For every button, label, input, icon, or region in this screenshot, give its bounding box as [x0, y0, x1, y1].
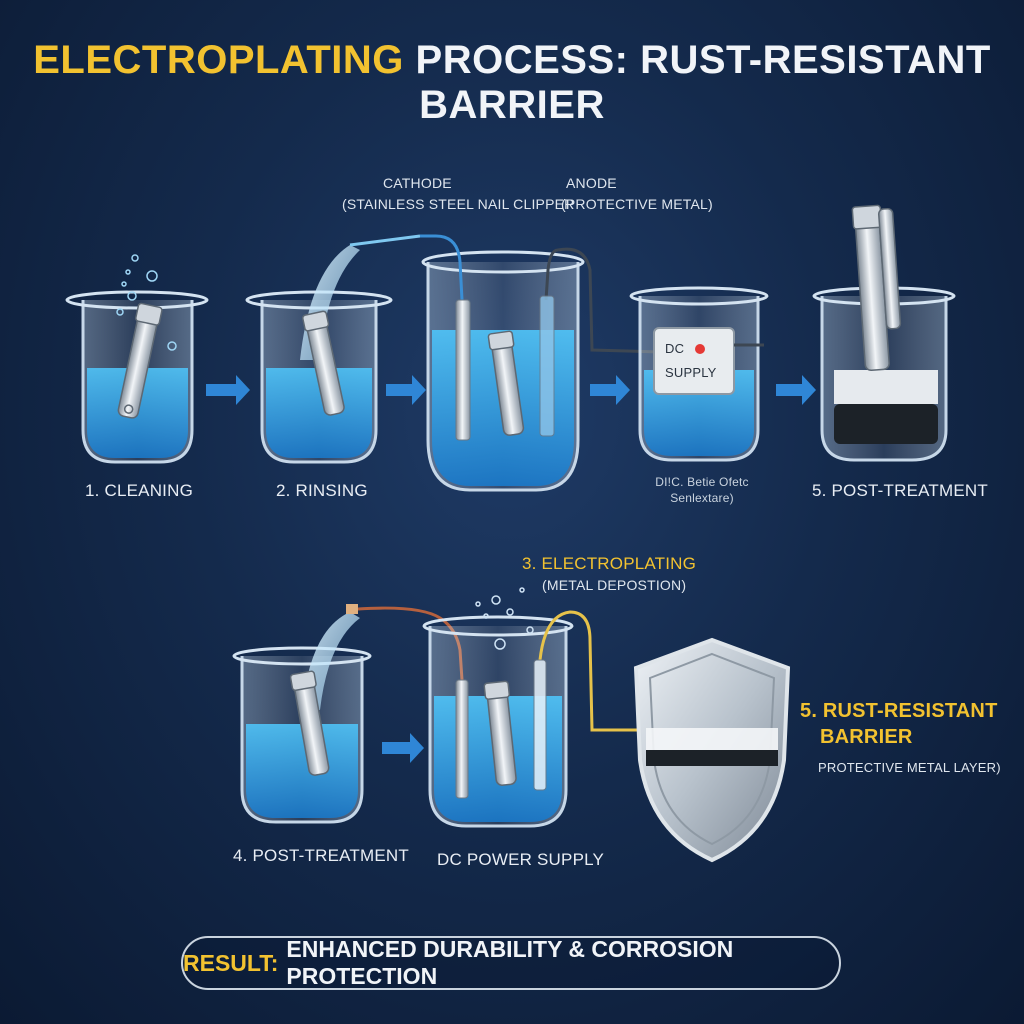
- dc-caption-line1: DI!C. Betie Ofetc: [655, 475, 749, 489]
- arrow-right-icon: [206, 375, 250, 405]
- beaker-icon: [812, 286, 956, 462]
- barrier-label-line2: BARRIER: [820, 726, 913, 748]
- result-prefix: RESULT:: [183, 949, 279, 976]
- step-post-treatment-top-label: 5. POST-TREATMENT: [812, 481, 988, 500]
- bubbles-icon: [116, 254, 177, 351]
- anode-sub-label: (PROTECTIVE METAL): [561, 196, 713, 212]
- nail-clipper-icon: [117, 302, 163, 419]
- step-cleaning-label: 1. CLEANING: [85, 481, 194, 500]
- title-rest: PROCESS: RUST-RESISTANT BARRIER: [415, 38, 991, 127]
- step-electroplating-label: 3. ELECTROPLATING: [522, 554, 697, 573]
- title-accent: ELECTROPLATING: [33, 38, 404, 82]
- nail-clipper-icon: [851, 204, 902, 371]
- bubbles-icon: [475, 587, 534, 650]
- shield-icon: [633, 637, 791, 863]
- arrow-right-icon: [776, 375, 816, 405]
- nail-clipper-icon: [487, 330, 525, 436]
- result-banner: RESULT: ENHANCED DURABILITY & CORROSION …: [181, 936, 841, 990]
- arrow-right-icon: [382, 733, 424, 763]
- dc-device-line1: DC: [665, 341, 685, 356]
- dc-power-supply-label: DC POWER SUPPLY: [437, 850, 605, 869]
- dc-supply-icon: [653, 327, 764, 395]
- arrow-right-icon: [590, 375, 630, 405]
- electrode-icon: [435, 234, 661, 441]
- nail-clipper-icon: [483, 680, 517, 786]
- anode-label: ANODE: [566, 175, 617, 191]
- protective-layer-label: PROTECTIVE METAL LAYER): [818, 760, 1001, 775]
- arrow-right-icon: [386, 375, 426, 405]
- nail-clipper-icon: [302, 310, 345, 416]
- step-post-treatment-bottom-label: 4. POST-TREATMENT: [233, 846, 409, 865]
- cathode-label: CATHODE: [383, 175, 452, 191]
- cathode-sub-label: (STAINLESS STEEL NAIL CLIPPER: [342, 196, 575, 212]
- beaker-icon: [232, 646, 372, 824]
- electrode-icon: [455, 610, 640, 799]
- dc-device-line2: SUPPLY: [665, 365, 717, 380]
- dc-caption: DI!C. Betie Ofetc Senlextare): [640, 474, 764, 506]
- barrier-label-line1: 5. RUST-RESISTANT: [800, 700, 998, 722]
- dc-caption-line2: Senlextare): [670, 491, 734, 505]
- result-text: ENHANCED DURABILITY & CORROSION PROTECTI…: [286, 936, 734, 989]
- nail-clipper-icon: [289, 670, 330, 776]
- metal-deposition-label: (METAL DEPOSTION): [542, 577, 687, 593]
- step-rinsing-label: 2. RINSING: [276, 481, 368, 500]
- page-title: ELECTROPLATING PROCESS: RUST-RESISTANT B…: [0, 38, 1024, 128]
